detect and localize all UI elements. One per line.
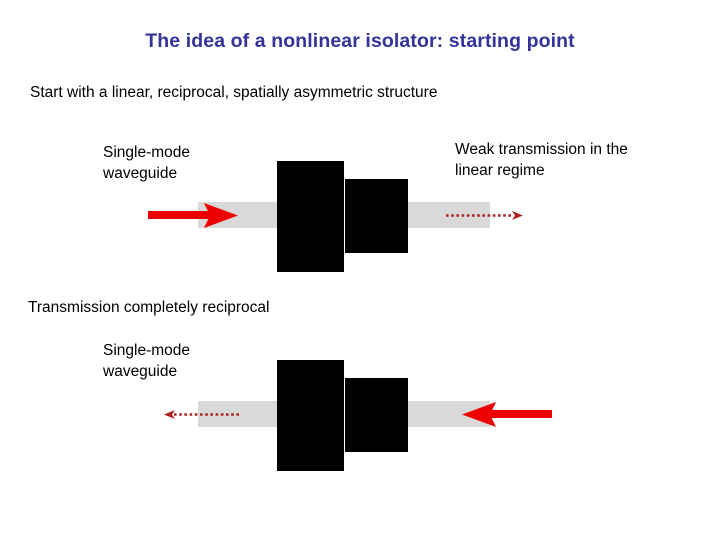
reciprocity-text: Transmission completely reciprocal — [28, 299, 270, 316]
diagram-forward-propagation: Single-mode waveguide Weak transmission … — [103, 141, 628, 272]
intro-text: Start with a linear, reciprocal, spatial… — [30, 84, 438, 101]
page-title: The idea of a nonlinear isolator: starti… — [145, 30, 575, 52]
waveguide-label-backward: Single-mode waveguide — [103, 342, 191, 380]
scatterer-block-tall-backward — [277, 360, 344, 471]
waveguide-label-forward: Single-mode waveguide — [103, 144, 191, 182]
scatterer-block-short-forward — [345, 179, 408, 253]
weak-transmitted-arrow-backward — [164, 410, 241, 419]
weak-transmitted-arrow-forward — [446, 211, 523, 220]
scatterer-block-tall-forward — [277, 161, 344, 272]
strong-incident-arrow-backward — [462, 402, 552, 427]
scatterer-block-short-backward — [345, 378, 408, 452]
strong-incident-arrow-forward — [148, 203, 238, 228]
weak-transmission-annotation: Weak transmission in the linear regime — [455, 141, 628, 179]
